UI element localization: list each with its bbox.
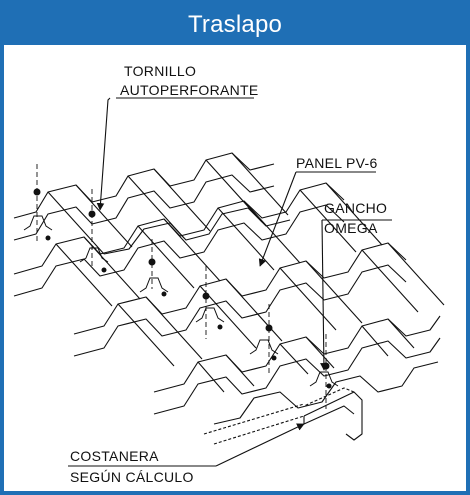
label-costanera-line1: COSTANERA	[70, 448, 159, 464]
panel-middle-upper	[13, 182, 383, 307]
label-gancho-line1: GANCHO	[324, 200, 387, 216]
label-gancho-line2: OMEGA	[324, 220, 378, 236]
omega-clip-icons	[23, 215, 339, 387]
overlap-drawing: TORNILLO AUTOPERFORANTE PANEL PV-6 GANCH…	[13, 63, 445, 485]
label-panel: PANEL PV-6	[296, 155, 378, 171]
roof-panels	[13, 152, 445, 445]
panel-lower	[153, 315, 441, 425]
costanera-purlin	[203, 387, 363, 445]
label-tornillo-line2: AUTOPERFORANTE	[120, 82, 259, 98]
panel-upper	[13, 152, 291, 255]
callout-leaders	[68, 97, 392, 467]
label-costanera-line2: SEGÚN CÁLCULO	[70, 469, 194, 485]
panel-middle-lower	[73, 242, 445, 367]
fastener-centerlines	[36, 164, 327, 409]
label-tornillo-line1: TORNILLO	[124, 63, 196, 79]
diagram-title: Traslapo	[4, 4, 466, 45]
